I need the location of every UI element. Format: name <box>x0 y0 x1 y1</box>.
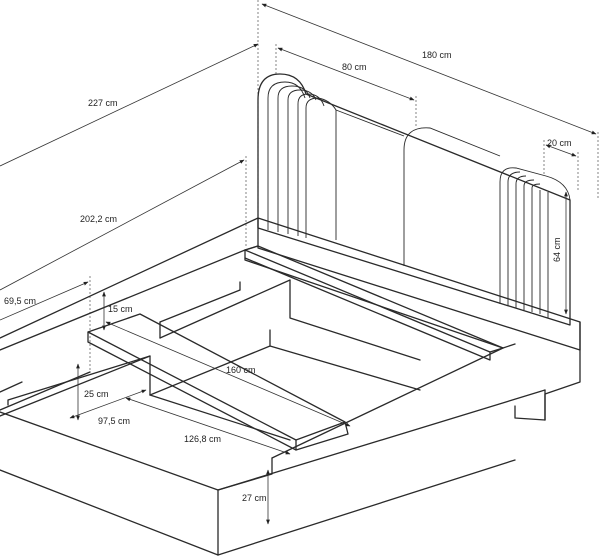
dim-total-length-line <box>0 43 259 167</box>
dimension-labels: 227 cm 180 cm 80 cm 20 cm 64 cm 202,2 cm… <box>4 50 572 503</box>
label-rail-depth: 15 cm <box>108 304 133 314</box>
dim-side-height-line <box>0 281 89 321</box>
dim-frame-length-line <box>0 159 245 291</box>
bed-frame <box>0 217 581 556</box>
label-side-height: 69,5 cm <box>4 296 36 306</box>
label-headboard-width: 180 cm <box>422 50 452 60</box>
label-total-length: 227 cm <box>88 98 118 108</box>
label-half-width: 97,5 cm <box>98 416 130 426</box>
label-frame-height: 27 cm <box>242 493 267 503</box>
dim-cushion-width-line <box>277 47 415 101</box>
label-slat-span: 126,8 cm <box>184 434 221 444</box>
dimension-lines <box>0 0 599 525</box>
dim-headboard-width-line <box>261 3 597 135</box>
label-inner-width: 160 cm <box>226 365 256 375</box>
dim-inner-width-line <box>105 321 351 427</box>
label-frame-length: 202,2 cm <box>80 214 117 224</box>
label-side-panel-width: 20 cm <box>547 138 572 148</box>
headboard <box>257 73 571 326</box>
label-inner-depth: 25 cm <box>84 389 109 399</box>
label-cushion-width: 80 cm <box>342 62 367 72</box>
label-headboard-height: 64 cm <box>552 237 562 262</box>
dim-slat-span-line <box>125 397 291 455</box>
dim-half-width-line <box>69 389 147 419</box>
dim-side-panel-line <box>545 144 577 157</box>
